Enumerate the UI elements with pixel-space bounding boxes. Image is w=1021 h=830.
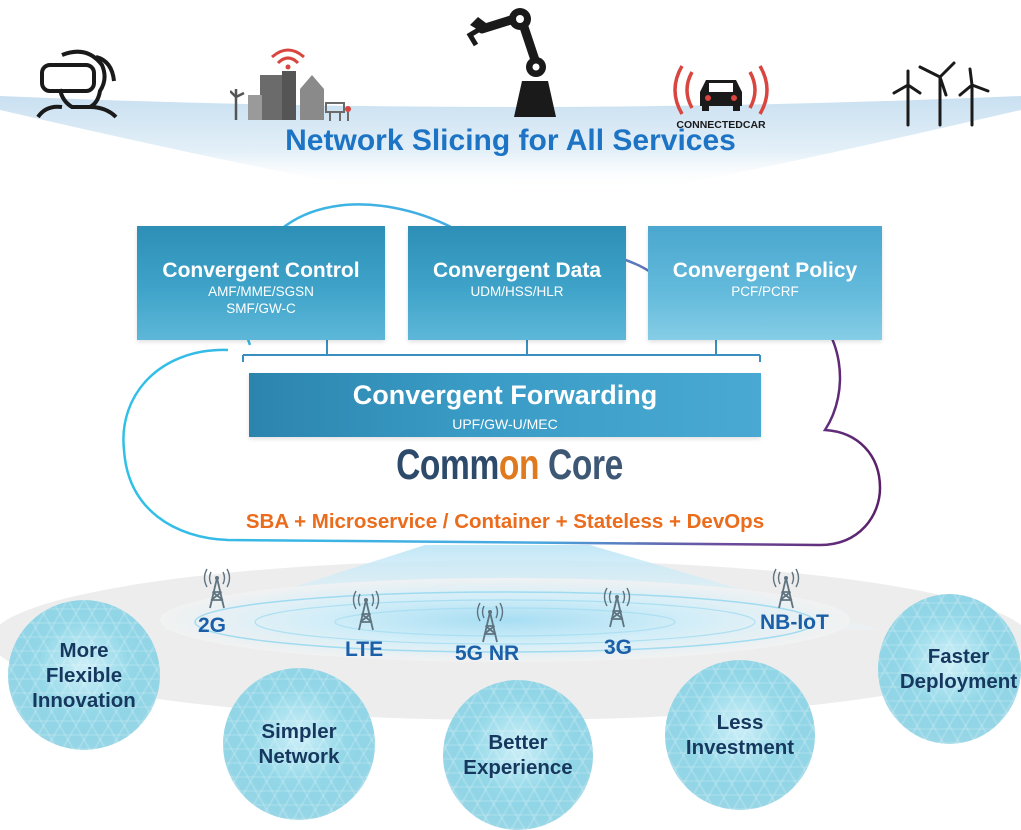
benefit-label-deployment: Faster Deployment	[899, 645, 1018, 693]
common-core-title-part2: on	[498, 441, 540, 489]
benefit-bubble-investment: Less Investment	[665, 660, 815, 810]
smart-city-icon	[230, 48, 351, 121]
convergent-control-box: Convergent Control AMF/MME/SGSN SMF/GW-C	[137, 226, 385, 340]
benefit-label-simpler: Simpler Network	[258, 720, 340, 768]
access-label-lte: LTE	[345, 638, 384, 661]
convergent-policy-box: Convergent Policy PCF/PCRF	[648, 226, 882, 340]
tower-2g-icon	[203, 568, 231, 609]
access-label-5gnr: 5G NR	[455, 642, 520, 665]
benefit-bubble-innovation: More Flexible Innovation	[8, 600, 160, 750]
tower-nbiot-icon	[772, 568, 800, 609]
benefit-label-innovation: More Flexible Innovation	[32, 638, 136, 712]
banner-title: Network Slicing for All Services	[285, 124, 736, 157]
convergent-forwarding-box: Convergent Forwarding UPF/GW-U/MEC	[249, 373, 761, 437]
access-platform	[160, 578, 850, 662]
access-label-2g: 2G	[198, 614, 227, 637]
benefit-bubble-simpler: Simpler Network	[223, 668, 375, 820]
benefit-label-investment: Less Investment	[685, 711, 795, 759]
convergent-data-title: Convergent Data	[432, 259, 602, 282]
access-label-nbiot: NB-IoT	[760, 611, 829, 634]
convergent-policy-title: Convergent Policy	[672, 259, 858, 282]
access-label-3g: 3G	[604, 636, 633, 659]
tower-lte-icon	[352, 590, 380, 631]
benefit-bubble-experience: Better Experience	[443, 680, 593, 830]
tower-5gnr-icon	[476, 602, 504, 643]
tower-3g-icon	[603, 587, 631, 628]
core-features-line: SBA + Microservice / Container + Statele…	[245, 510, 765, 533]
connected-car-label: CONNECTEDCAR	[676, 119, 766, 131]
wind-turbines-icon	[892, 61, 990, 127]
common-core-title-part3: Core	[539, 441, 623, 489]
benefit-bubble-deployment: Faster Deployment	[878, 594, 1021, 744]
convergent-data-box: Convergent Data UDM/HSS/HLR	[408, 226, 626, 340]
convergent-control-sub1: AMF/MME/SGSN	[208, 284, 314, 299]
connected-car-icon: CONNECTEDCAR	[673, 65, 769, 131]
common-core-title-part1: Comm	[396, 441, 499, 489]
convergent-control-sub2: SMF/GW-C	[226, 301, 296, 316]
convergent-forwarding-title: Convergent Forwarding	[352, 380, 658, 410]
benefit-label-experience: Better Experience	[463, 731, 573, 779]
convergent-policy-sub1: PCF/PCRF	[731, 284, 799, 299]
convergent-control-title: Convergent Control	[162, 259, 360, 282]
convergent-data-sub1: UDM/HSS/HLR	[470, 284, 564, 299]
common-core-title: Common Core	[111, 441, 907, 490]
convergent-forwarding-sub1: UPF/GW-U/MEC	[452, 416, 558, 432]
robot-arm-icon	[466, 8, 556, 117]
vr-headset-user-icon	[36, 49, 118, 119]
